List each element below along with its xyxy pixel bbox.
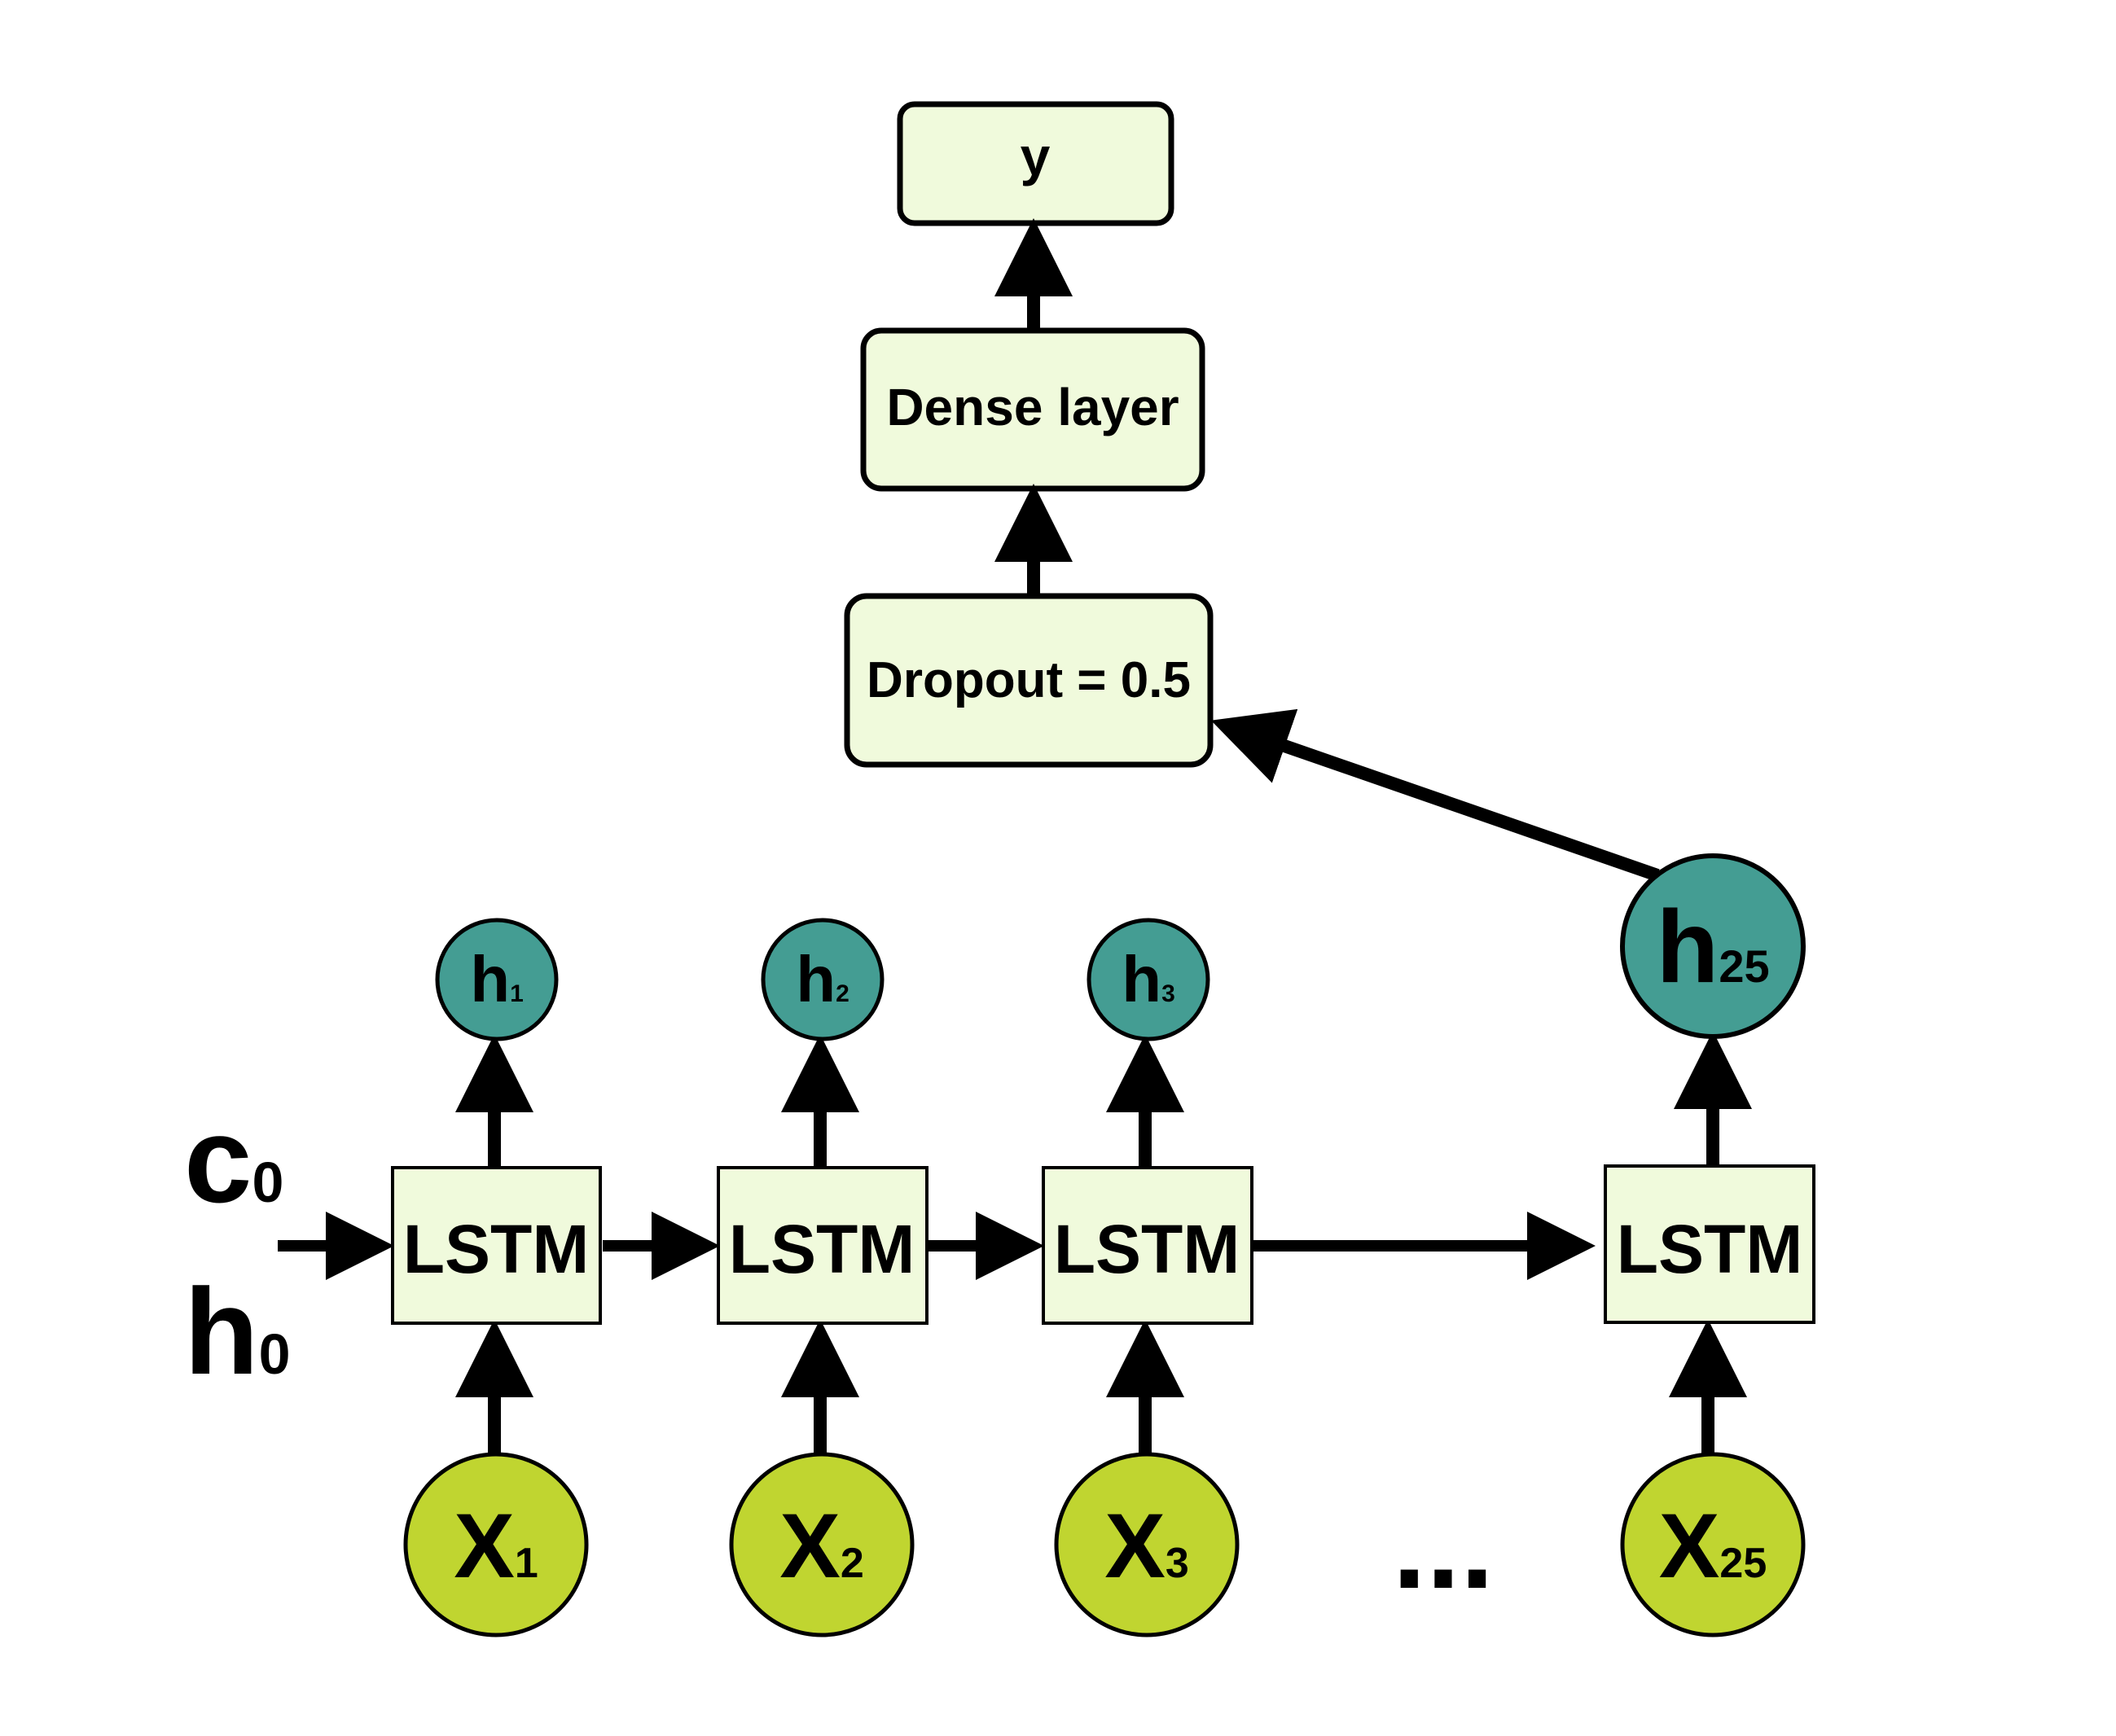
h2-sub: 2 (836, 980, 849, 1007)
x3-base: X (1104, 1495, 1166, 1597)
lstm-cell-25-label: LSTM (1617, 1211, 1803, 1287)
h25-base: h (1656, 889, 1719, 1004)
output-label: y (1021, 126, 1051, 186)
dense-layer-label: Dense layer (886, 378, 1179, 436)
lstm-cell-3 (1042, 1166, 1253, 1325)
sequence-ellipsis: ... (1392, 1477, 1494, 1614)
dropout-label: Dropout = 0.5 (867, 652, 1191, 708)
h3-sub: 3 (1161, 980, 1175, 1007)
lstm-cell-2-label: LSTM (729, 1211, 915, 1287)
h0-label: h0 (184, 1263, 291, 1400)
h2-base: h (796, 943, 836, 1015)
x25-sub: 25 (1719, 1540, 1767, 1587)
c0-base: c (184, 1091, 252, 1228)
h25-sub: 25 (1719, 940, 1769, 992)
input-3-label: X3 (1104, 1495, 1189, 1597)
c0-label: c0 (184, 1091, 283, 1228)
lstm-cell-1 (391, 1166, 602, 1325)
input-25-label: X25 (1659, 1495, 1767, 1597)
x1-base: X (454, 1495, 515, 1597)
h25-to-dropout-arrow (1210, 708, 1660, 882)
x2-sub: 2 (841, 1540, 864, 1587)
input-1 (403, 1452, 589, 1637)
input-2 (729, 1452, 915, 1637)
input-2-label: X2 (779, 1495, 864, 1597)
hidden-state-2-label: h2 (796, 943, 849, 1015)
input-3 (1054, 1452, 1240, 1637)
input-25 (1620, 1452, 1806, 1637)
h0-base: h (184, 1263, 259, 1400)
lstm-cell-3-label: LSTM (1054, 1211, 1240, 1287)
x25-base: X (1659, 1495, 1720, 1597)
x1-sub: 1 (515, 1540, 538, 1587)
hidden-state-25-label: h25 (1656, 889, 1769, 1004)
hidden-state-1 (435, 918, 559, 1041)
h1-sub: 1 (510, 980, 524, 1007)
input-1-label: X1 (454, 1495, 538, 1597)
x3-sub: 3 (1166, 1540, 1189, 1587)
c0-sub: 0 (252, 1151, 283, 1214)
hidden-state-1-label: h1 (470, 943, 524, 1015)
lstm-cell-1-label: LSTM (403, 1211, 590, 1287)
hidden-state-25 (1620, 853, 1806, 1039)
hidden-state-3 (1087, 918, 1210, 1041)
h1-base: h (470, 943, 510, 1015)
h3-base: h (1122, 943, 1161, 1015)
lstm-cell-2 (717, 1166, 928, 1325)
h0-sub: 0 (259, 1322, 291, 1386)
hidden-state-3-label: h3 (1122, 943, 1175, 1015)
lstm-cell-25 (1604, 1164, 1815, 1324)
x2-base: X (779, 1495, 841, 1597)
hidden-state-2 (761, 918, 885, 1041)
